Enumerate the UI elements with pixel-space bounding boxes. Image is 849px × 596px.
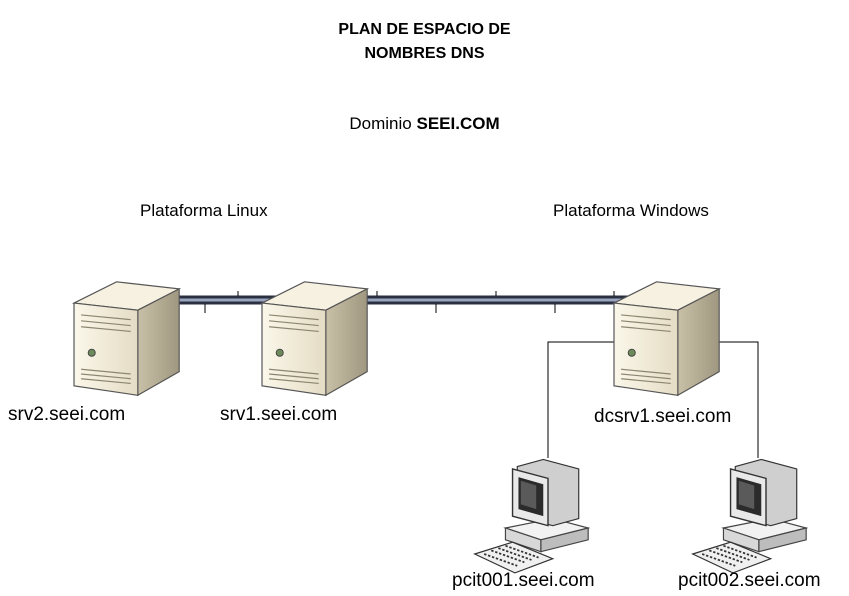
- server-icon-srv2: [73, 281, 180, 396]
- title-line-2: NOMBRES DNS: [364, 45, 485, 62]
- workstation-icon-pcit001: [473, 458, 590, 574]
- node-label-pcit002: pcit002.seei.com: [678, 570, 821, 591]
- node-label-srv2: srv2.seei.com: [8, 404, 126, 425]
- node-label-dcsrv1: dcsrv1.seei.com: [594, 406, 732, 427]
- domain-caption: Dominio SEEI.COM: [0, 114, 849, 134]
- backbone-cable: [148, 291, 640, 313]
- domain-prefix: Dominio: [349, 114, 417, 133]
- platform-linux-label: Plataforma Linux: [140, 201, 268, 220]
- diagram-title: PLAN DE ESPACIO DE NOMBRES DNS: [0, 18, 849, 66]
- domain-name: SEEI.COM: [416, 114, 500, 133]
- node-label-srv1: srv1.seei.com: [220, 404, 338, 425]
- server-icon-dcsrv1: [613, 281, 720, 396]
- node-label-pcit001: pcit001.seei.com: [452, 570, 595, 591]
- server-icon-srv1: [261, 281, 368, 396]
- title-line-1: PLAN DE ESPACIO DE: [338, 21, 511, 38]
- workstation-icon-pcit002: [691, 458, 808, 574]
- platform-windows-label: Plataforma Windows: [553, 201, 709, 220]
